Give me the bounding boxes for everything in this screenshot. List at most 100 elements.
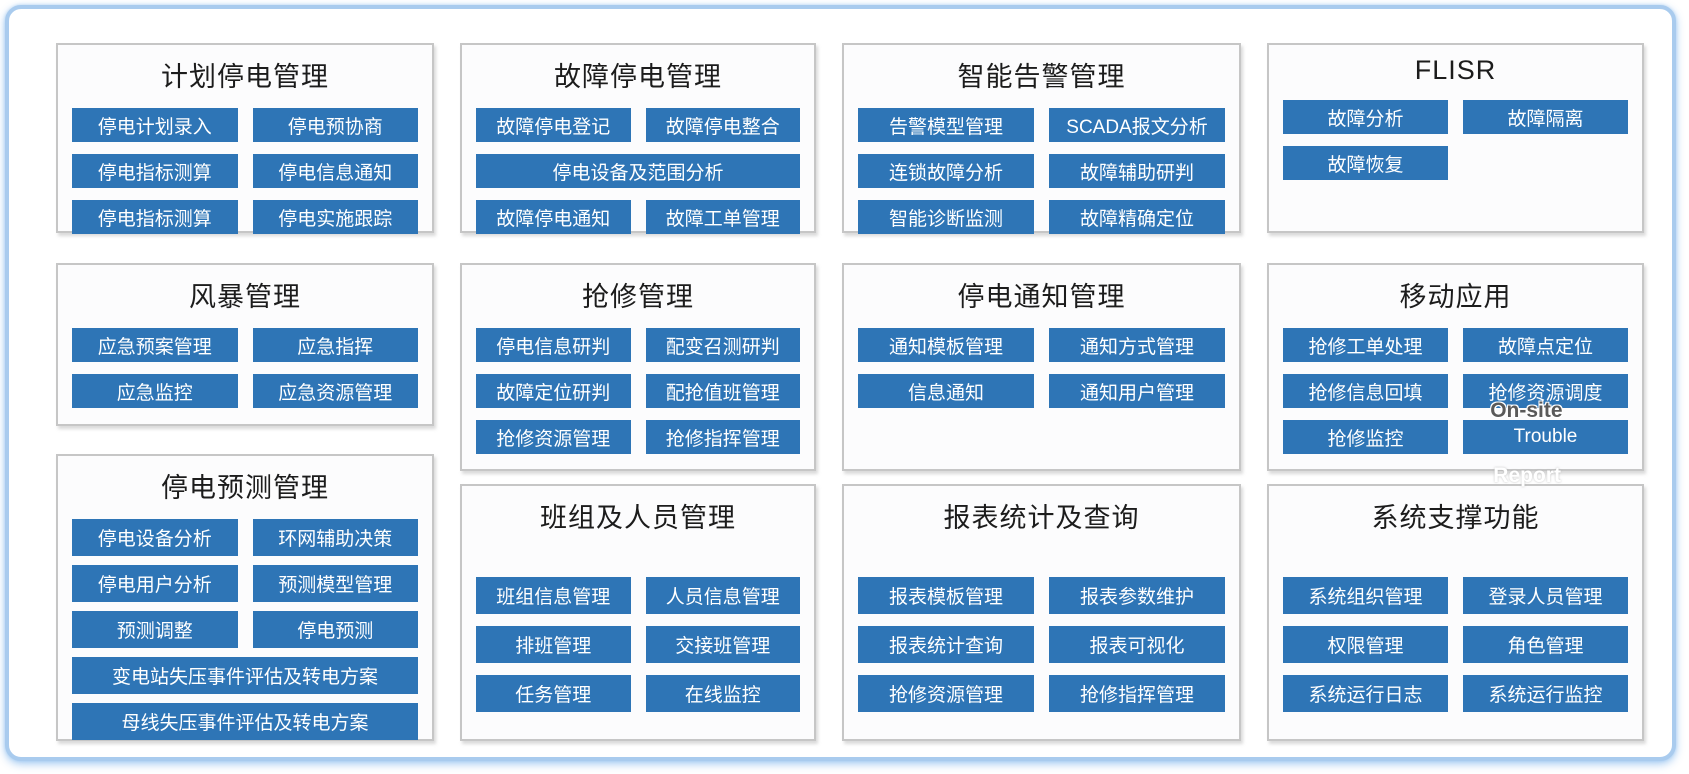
- module-button[interactable]: 应急指挥: [252, 328, 418, 362]
- module-button[interactable]: 告警模型管理: [858, 108, 1034, 142]
- module-button[interactable]: 报表可视化: [1049, 626, 1225, 663]
- panel-outage-forecast-management: 停电预测管理停电设备分析环网辅助决策停电用户分析预测模型管理预测调整停电预测变电…: [56, 454, 434, 741]
- button-grid: 通知模板管理通知方式管理信息通知通知用户管理: [844, 328, 1239, 408]
- module-button[interactable]: 停电指标测算: [72, 200, 238, 234]
- module-button[interactable]: 故障辅助研判: [1049, 154, 1225, 188]
- module-button[interactable]: 故障隔离: [1463, 100, 1628, 134]
- module-button[interactable]: 停电设备及范围分析: [476, 154, 800, 188]
- panel-title: 抢修管理: [582, 282, 694, 312]
- module-button[interactable]: 报表统计查询: [858, 626, 1034, 663]
- panel-title: 风暴管理: [189, 282, 301, 312]
- module-button[interactable]: 故障点定位: [1463, 328, 1628, 362]
- module-button[interactable]: 系统运行日志: [1283, 675, 1448, 712]
- module-button[interactable]: 故障停电整合: [645, 108, 800, 142]
- panel-title: 移动应用: [1399, 282, 1512, 312]
- module-button[interactable]: 应急预案管理: [72, 328, 238, 362]
- module-button[interactable]: 母线失压事件评估及转电方案: [72, 703, 418, 740]
- panel-outage-notification-management: 停电通知管理通知模板管理通知方式管理信息通知通知用户管理: [842, 263, 1241, 471]
- module-button[interactable]: 环网辅助决策: [252, 519, 418, 556]
- button-grid: 应急预案管理应急指挥应急监控应急资源管理: [58, 328, 432, 408]
- module-button[interactable]: 抢修指挥管理: [645, 420, 800, 454]
- module-button[interactable]: 抢修工单处理: [1283, 328, 1448, 362]
- module-button[interactable]: 抢修资源调度: [1463, 374, 1628, 408]
- system-module-diagram: 计划停电管理停电计划录入停电预协商停电指标测算停电信息通知停电指标测算停电实施跟…: [5, 5, 1676, 761]
- module-button[interactable]: 通知模板管理: [858, 328, 1034, 362]
- module-button[interactable]: 系统组织管理: [1283, 577, 1448, 614]
- module-button[interactable]: 停电用户分析: [72, 565, 238, 602]
- module-button[interactable]: 排班管理: [476, 626, 631, 663]
- module-button[interactable]: 故障分析: [1283, 100, 1448, 134]
- module-button[interactable]: 人员信息管理: [645, 577, 800, 614]
- module-button[interactable]: 系统运行监控: [1463, 675, 1628, 712]
- panel-title: 计划停电管理: [161, 62, 329, 92]
- module-button[interactable]: 权限管理: [1283, 626, 1448, 663]
- module-button[interactable]: 抢修指挥管理: [1049, 675, 1225, 712]
- module-button[interactable]: 故障定位研判: [476, 374, 631, 408]
- panel-title: 停电预测管理: [161, 473, 329, 503]
- column-2: 故障停电管理故障停电登记故障停电整合停电设备及范围分析故障停电通知故障工单管理抢…: [460, 43, 816, 741]
- panel-title: 停电通知管理: [957, 282, 1126, 312]
- button-grid: 停电计划录入停电预协商停电指标测算停电信息通知停电指标测算停电实施跟踪: [58, 108, 432, 234]
- module-button[interactable]: 故障恢复: [1283, 146, 1448, 180]
- panel-title: 智能告警管理: [957, 62, 1126, 92]
- panel-grid: 计划停电管理停电计划录入停电预协商停电指标测算停电信息通知停电指标测算停电实施跟…: [56, 43, 1644, 741]
- module-button[interactable]: 登录人员管理: [1463, 577, 1628, 614]
- panel-repair-management: 抢修管理停电信息研判配变召测研判故障定位研判配抢值班管理抢修资源管理抢修指挥管理: [460, 263, 816, 471]
- module-button[interactable]: 抢修资源管理: [476, 420, 631, 454]
- module-button[interactable]: 停电设备分析: [72, 519, 238, 556]
- module-button[interactable]: 报表参数维护: [1049, 577, 1225, 614]
- panel-team-personnel-management: 班组及人员管理班组信息管理人员信息管理排班管理交接班管理任务管理在线监控: [460, 484, 816, 741]
- module-button[interactable]: 故障精确定位: [1049, 200, 1225, 234]
- module-button[interactable]: 抢修监控: [1283, 420, 1448, 454]
- module-button[interactable]: 预测模型管理: [252, 565, 418, 602]
- module-button[interactable]: 任务管理: [476, 675, 631, 712]
- module-button[interactable]: 预测调整: [72, 611, 238, 648]
- module-button[interactable]: 停电信息通知: [252, 154, 418, 188]
- module-button[interactable]: 智能诊断监测: [858, 200, 1034, 234]
- button-grid: 停电设备分析环网辅助决策停电用户分析预测模型管理预测调整停电预测变电站失压事件评…: [58, 519, 432, 740]
- module-button[interactable]: 应急监控: [72, 374, 238, 408]
- module-button[interactable]: SCADA报文分析: [1049, 108, 1225, 142]
- module-button[interactable]: 配变召测研判: [645, 328, 800, 362]
- module-button[interactable]: 停电实施跟踪: [252, 200, 418, 234]
- module-button[interactable]: 通知方式管理: [1049, 328, 1225, 362]
- module-button[interactable]: 在线监控: [645, 675, 800, 712]
- module-button[interactable]: 停电计划录入: [72, 108, 238, 142]
- button-grid: 故障停电登记故障停电整合停电设备及范围分析故障停电通知故障工单管理: [462, 108, 814, 234]
- panel-storm-management: 风暴管理应急预案管理应急指挥应急监控应急资源管理: [56, 263, 434, 426]
- panel-fault-outage-management: 故障停电管理故障停电登记故障停电整合停电设备及范围分析故障停电通知故障工单管理: [460, 43, 816, 234]
- module-button[interactable]: 抢修信息回填: [1283, 374, 1448, 408]
- panel-intelligent-alarm-management: 智能告警管理告警模型管理 SCADA报文分析连锁故障分析故障辅助研判智能诊断监测故…: [842, 43, 1241, 234]
- module-button[interactable]: 角色管理: [1463, 626, 1628, 663]
- module-button[interactable]: 连锁故障分析: [858, 154, 1034, 188]
- panel-title: 班组及人员管理: [540, 503, 736, 533]
- module-button[interactable]: 应急资源管理: [252, 374, 418, 408]
- module-button[interactable]: 停电预测: [252, 611, 418, 648]
- module-button[interactable]: 交接班管理: [645, 626, 800, 663]
- module-button[interactable]: 通知用户管理: [1049, 374, 1225, 408]
- module-button[interactable]: 信息通知: [858, 374, 1034, 408]
- module-button[interactable]: 故障停电登记: [476, 108, 631, 142]
- button-grid: 停电信息研判配变召测研判故障定位研判配抢值班管理抢修资源管理抢修指挥管理: [462, 328, 814, 454]
- module-button[interactable]: 停电指标测算: [72, 154, 238, 188]
- module-button[interactable]: 故障停电通知: [476, 200, 631, 234]
- column-3: 智能告警管理告警模型管理 SCADA报文分析连锁故障分析故障辅助研判智能诊断监测故…: [842, 43, 1241, 741]
- module-button[interactable]: Trouble: [1463, 420, 1628, 454]
- button-grid: 报表模板管理报表参数维护报表统计查询报表可视化抢修资源管理抢修指挥管理: [844, 577, 1239, 712]
- button-grid: 抢修工单处理故障点定位抢修信息回填抢修资源调度抢修监控 Trouble: [1269, 328, 1642, 454]
- module-button[interactable]: 停电预协商: [252, 108, 418, 142]
- module-button[interactable]: 变电站失压事件评估及转电方案: [72, 657, 418, 694]
- button-grid: 故障分析故障隔离故障恢复: [1269, 100, 1642, 180]
- panel-report-statistics-query: 报表统计及查询报表模板管理报表参数维护报表统计查询报表可视化抢修资源管理抢修指挥…: [842, 484, 1241, 741]
- module-button[interactable]: 停电信息研判: [476, 328, 631, 362]
- panel-system-support-functions: 系统支撑功能系统组织管理登录人员管理权限管理角色管理系统运行日志系统运行监控: [1267, 484, 1644, 741]
- panel-planned-outage-management: 计划停电管理停电计划录入停电预协商停电指标测算停电信息通知停电指标测算停电实施跟…: [56, 43, 434, 234]
- module-button[interactable]: 故障工单管理: [645, 200, 800, 234]
- panel-title: 系统支撑功能: [1371, 503, 1540, 533]
- module-button[interactable]: 抢修资源管理: [858, 675, 1034, 712]
- module-button[interactable]: 配抢值班管理: [645, 374, 800, 408]
- module-button[interactable]: 报表模板管理: [858, 577, 1034, 614]
- module-button[interactable]: 班组信息管理: [476, 577, 631, 614]
